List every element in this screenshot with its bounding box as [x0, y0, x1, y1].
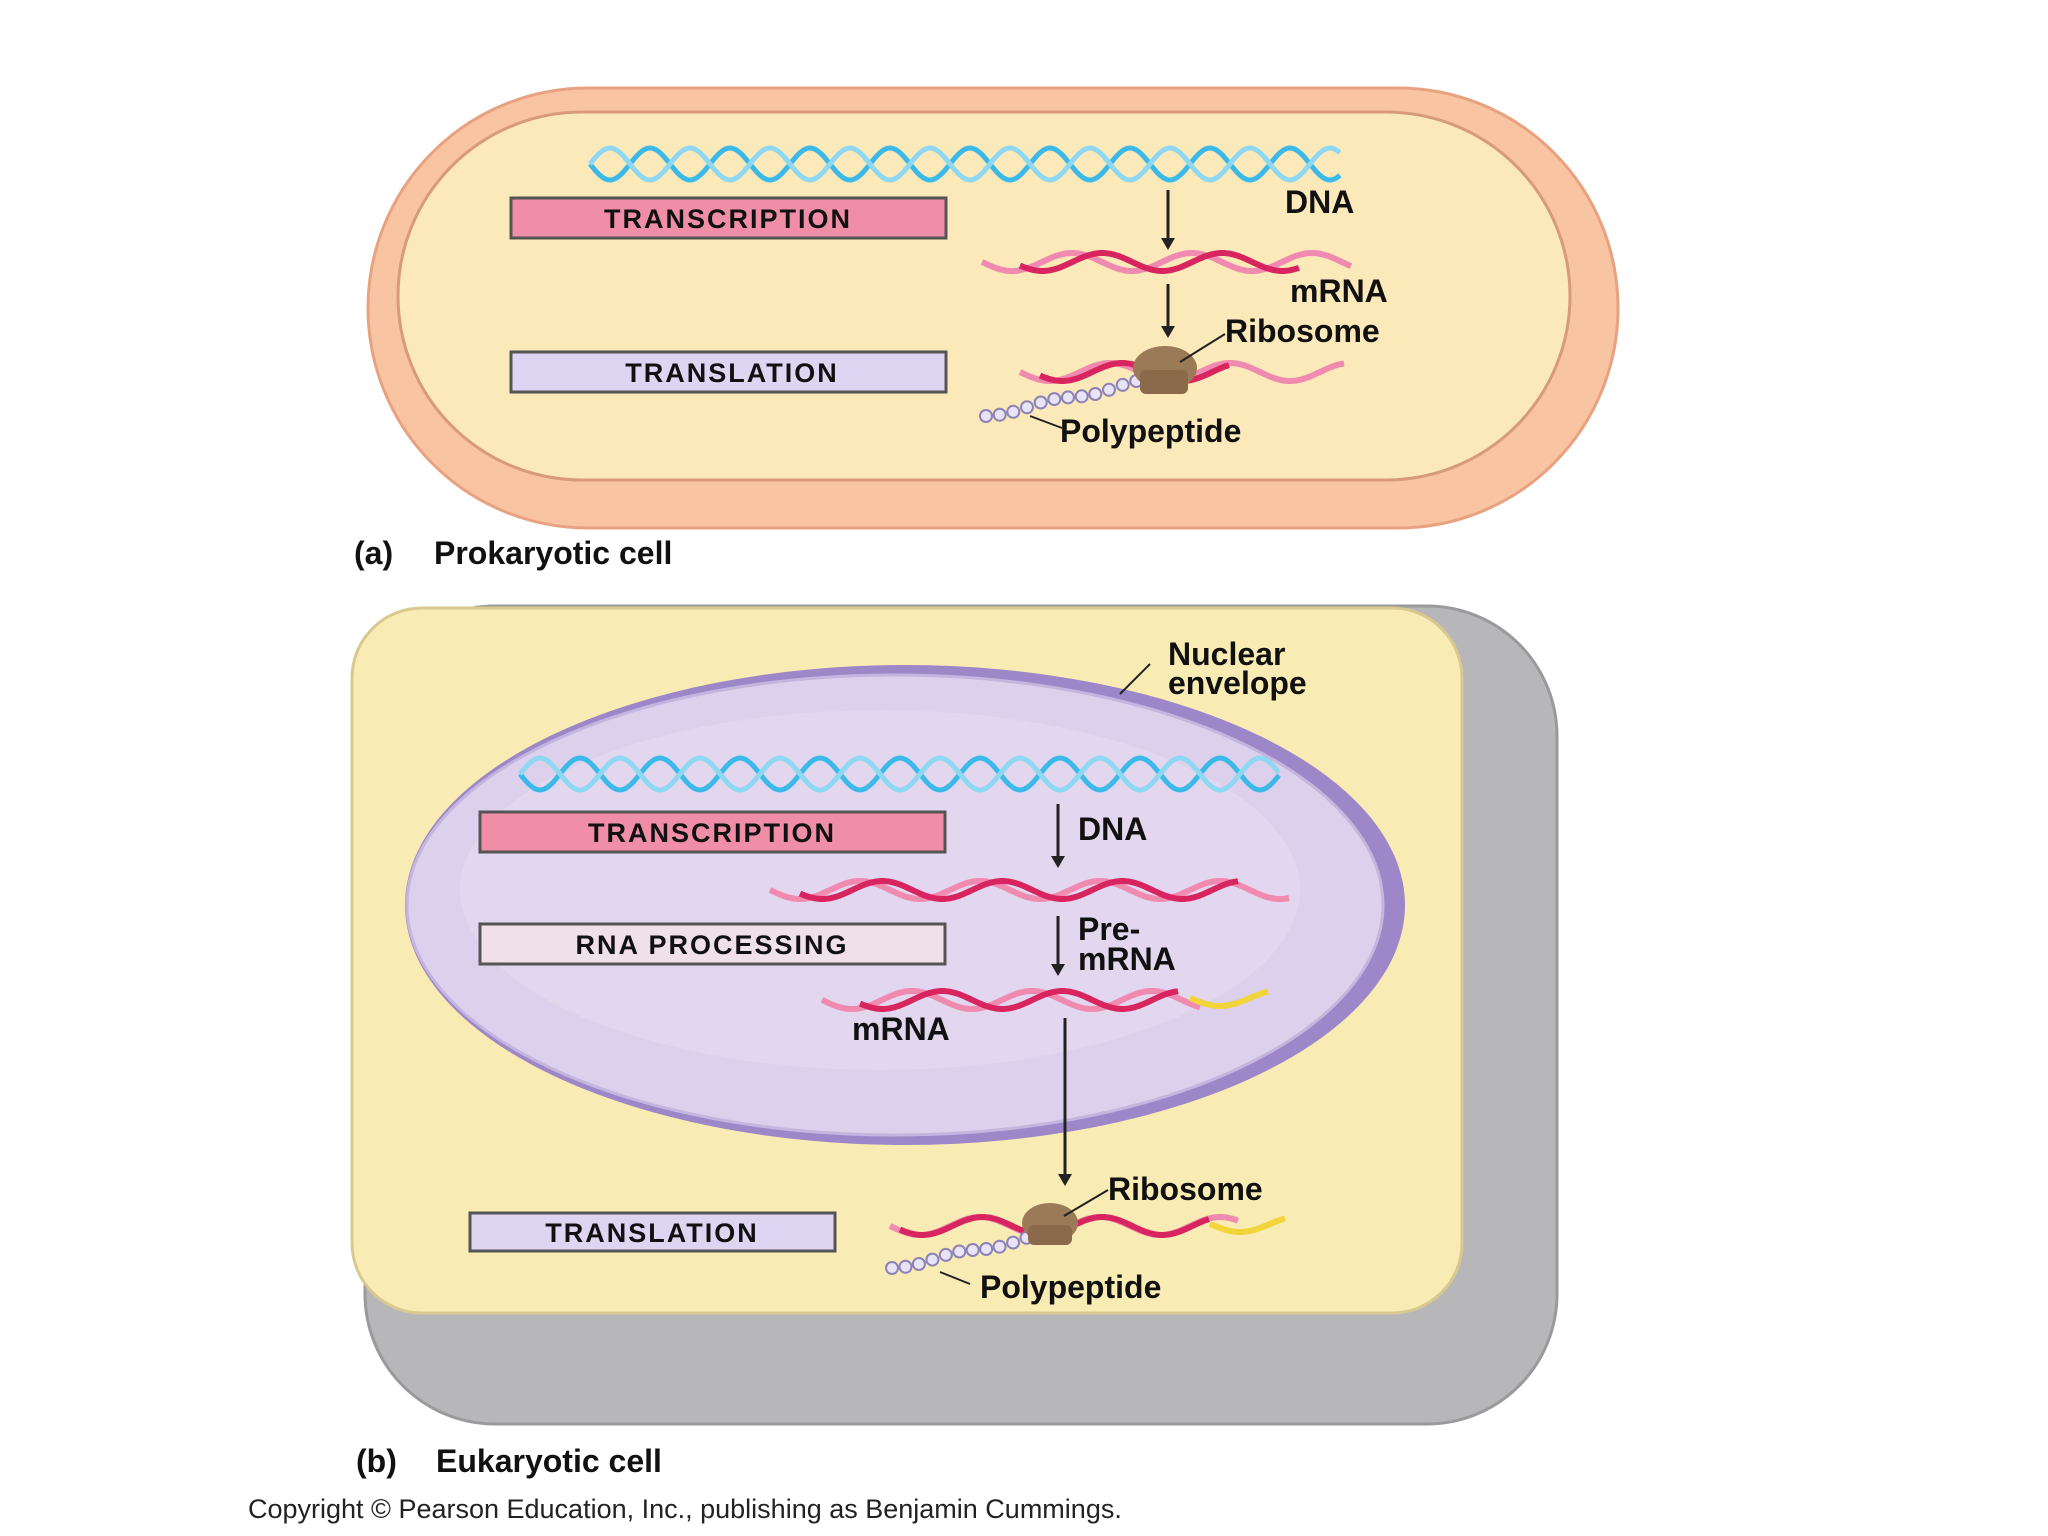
euk-arrow-head-3 [1058, 1174, 1072, 1186]
amino-acid-bead [1061, 390, 1075, 405]
copyright-notice: Copyright © Pearson Education, Inc., pub… [248, 1494, 1122, 1524]
prok-arrow-head-2 [1161, 326, 1175, 338]
nucleus [405, 665, 1405, 1145]
nuclear-envelope-label-line1: Nuclear [1168, 636, 1285, 672]
euk-ribosome-label: Ribosome [1108, 1171, 1263, 1207]
prok-dna-helix [588, 145, 1342, 183]
amino-acid-bead [979, 1242, 994, 1256]
amino-acid-bead [1033, 395, 1048, 410]
prok-transcription-box: TRANSCRIPTION [509, 196, 948, 240]
prok-ribosome-label: Ribosome [1225, 313, 1380, 349]
amino-acid-bead [1088, 387, 1103, 401]
euk-rna-processing-label: RNA PROCESSING [575, 930, 848, 960]
prok-caption: Prokaryotic cell [434, 535, 672, 571]
euk-translation-label: TRANSLATION [545, 1218, 758, 1248]
euk-polypeptide-pointer [939, 1271, 971, 1285]
amino-acid-bead [925, 1252, 940, 1267]
amino-acid-bead [1047, 392, 1062, 407]
euk-caption: Eukaryotic cell [436, 1443, 662, 1479]
amino-acid-bead [965, 1243, 980, 1257]
prok-polypeptide-label: Polypeptide [1060, 413, 1241, 449]
amino-acid-bead [1006, 404, 1021, 419]
euk-arrow-head-2 [1051, 964, 1065, 976]
euk-mrna-strand [820, 987, 1269, 1013]
prok-ribosome [1133, 346, 1197, 394]
amino-acid-bead [1074, 389, 1089, 404]
prok-arrow-head-1 [1161, 238, 1175, 250]
prok-translation-label: TRANSLATION [625, 358, 838, 388]
euk-caption-letter: (b) [356, 1443, 397, 1479]
euk-polypeptide-label: Polypeptide [980, 1269, 1161, 1305]
amino-acid-bead [1020, 400, 1034, 415]
euk-translation-box: TRANSLATION [468, 1211, 837, 1253]
prok-mrna-strand [980, 249, 1353, 275]
euk-ribosome-pointer [1063, 1189, 1109, 1217]
amino-acid-bead [1006, 1235, 1021, 1250]
amino-acid-bead [938, 1247, 953, 1262]
amino-acid-bead [1115, 377, 1130, 392]
euk-pre-mrna-strand [768, 877, 1290, 903]
amino-acid-bead [992, 1239, 1007, 1254]
euk-pre-mrna-label-line2: mRNA [1078, 941, 1176, 977]
prok-transcription-label: TRANSCRIPTION [604, 204, 852, 234]
prok-mrna-label: mRNA [1290, 273, 1388, 309]
amino-acid-bead [898, 1259, 913, 1274]
prokaryotic-cytoplasm [396, 110, 1572, 482]
euk-ribosome [1022, 1203, 1078, 1245]
nuclear-envelope-pointer [1119, 663, 1151, 695]
prokaryotic-cell-panel: TRANSCRIPTION DNA mRNA TRANSLATION [366, 86, 1620, 530]
amino-acid-bead [885, 1261, 899, 1275]
euk-rna-processing-box: RNA PROCESSING [478, 922, 947, 966]
euk-arrow-head-1 [1051, 856, 1065, 868]
amino-acid-bead [952, 1244, 967, 1259]
nuclear-envelope-label-line2: envelope [1168, 665, 1307, 701]
eukaryotic-cell-panel: Nuclear envelope TRANSCRIPTION DNA RNA P… [350, 604, 1559, 1426]
euk-transcription-label: TRANSCRIPTION [588, 818, 836, 848]
amino-acid-bead [1102, 382, 1116, 397]
prok-dna-label: DNA [1285, 184, 1354, 220]
amino-acid-bead [911, 1257, 926, 1271]
euk-pre-mrna-label-line1: Pre- [1078, 911, 1140, 947]
prok-translation-box: TRANSLATION [509, 350, 948, 394]
euk-transcription-box: TRANSCRIPTION [478, 810, 947, 854]
euk-mrna-label: mRNA [852, 1011, 950, 1047]
euk-dna-label: DNA [1078, 811, 1147, 847]
amino-acid-bead [992, 407, 1007, 422]
amino-acid-bead [979, 409, 993, 423]
prok-ribosome-pointer [1179, 333, 1226, 363]
prok-caption-letter: (a) [354, 535, 393, 571]
prok-polypeptide-pointer [1029, 415, 1063, 429]
euk-dna-helix [518, 755, 1281, 793]
